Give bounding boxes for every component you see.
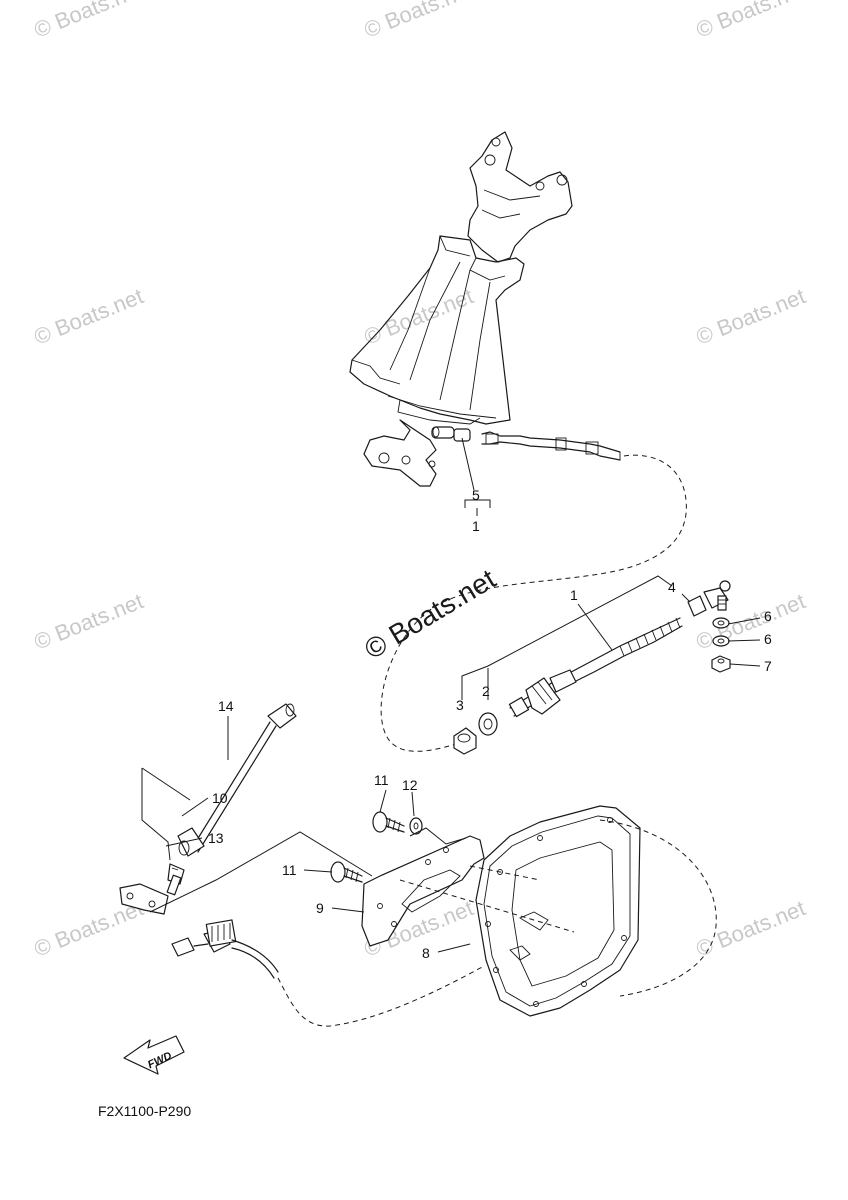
callout-11-a: 11 <box>374 772 389 788</box>
ball-joint <box>687 580 731 617</box>
callout-14: 14 <box>218 698 234 714</box>
callout-3: 3 <box>456 697 464 713</box>
mounting-plate <box>361 835 485 947</box>
upper-cable-end <box>481 431 621 461</box>
callout-5: 5 <box>472 487 480 503</box>
diagram-code: F2X1100-P290 <box>98 1103 191 1119</box>
callout-12: 12 <box>402 777 418 793</box>
callouts: 5 1 1 4 6 6 7 2 3 14 10 11 12 13 11 9 8 <box>208 487 772 961</box>
collar-washer <box>453 712 498 755</box>
watermark-4: © Boats.net <box>31 283 147 349</box>
watermark-3: © Boats.net <box>693 0 809 43</box>
callout-1-lower: 1 <box>570 587 578 603</box>
cable-route <box>380 454 687 752</box>
watermark-layer: © Boats.net © Boats.net © Boats.net © Bo… <box>31 0 809 962</box>
watermark-center: © Boats.net <box>359 563 501 665</box>
callout-10: 10 <box>212 790 228 806</box>
cover-box <box>399 805 717 1017</box>
bolts <box>330 811 467 883</box>
watermark-11: © Boats.net <box>693 895 809 961</box>
callout-1-upper: 1 <box>472 518 480 534</box>
callout-6-b: 6 <box>764 631 772 647</box>
watermark-6: © Boats.net <box>693 283 809 349</box>
fwd-arrow-icon: FWD <box>123 1035 185 1075</box>
callout-2: 2 <box>482 683 490 699</box>
wire-harness <box>171 919 485 1027</box>
sensor-lead <box>177 703 297 857</box>
watermark-2: © Boats.net <box>361 0 477 43</box>
callout-9: 9 <box>316 900 324 916</box>
watermark-1: © Boats.net <box>31 0 147 43</box>
washers-nut <box>711 617 731 673</box>
callout-6-a: 6 <box>764 608 772 624</box>
callout-8: 8 <box>422 945 430 961</box>
leader-lines <box>165 437 761 953</box>
steering-column <box>349 131 573 487</box>
group-bracket <box>461 575 673 684</box>
cable-joint <box>431 426 471 442</box>
callout-4: 4 <box>668 579 676 595</box>
switch-bracket <box>119 767 373 915</box>
callout-7: 7 <box>764 658 772 674</box>
callout-11-b: 11 <box>282 862 297 878</box>
callout-13: 13 <box>208 830 224 846</box>
watermark-7: © Boats.net <box>31 588 147 654</box>
shift-cable <box>508 617 683 718</box>
